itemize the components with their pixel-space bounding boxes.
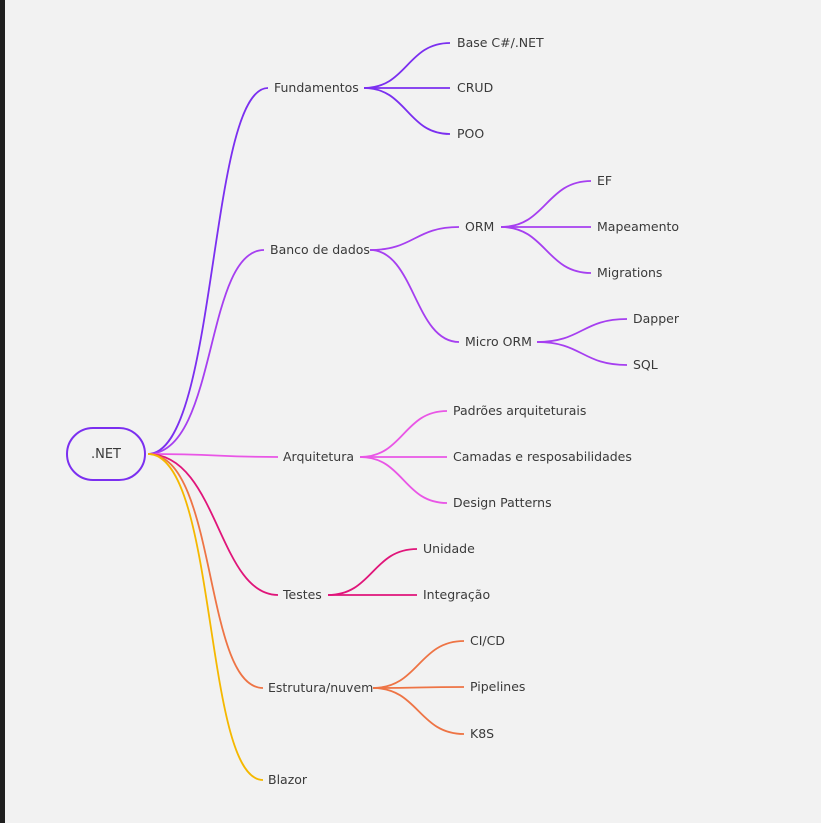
node-pipelines[interactable]: Pipelines	[470, 679, 526, 694]
node-testes[interactable]: Testes	[283, 587, 322, 602]
node-mapeamento[interactable]: Mapeamento	[597, 219, 680, 234]
edge-n4-n4_1	[372, 686, 465, 689]
node-k8s[interactable]: K8S	[470, 726, 495, 741]
edge-n2-n2_0	[359, 410, 448, 458]
node-micro-orm[interactable]: Micro ORM	[465, 334, 532, 349]
node-crud[interactable]: CRUD	[457, 80, 494, 95]
node-arquitetura[interactable]: Arquitetura	[283, 449, 355, 464]
edge-n2-n2_2	[359, 456, 448, 504]
node-camadas-responsabilidades[interactable]: Camadas e resposabilidades	[453, 449, 632, 464]
node-padroes-arquiteturais[interactable]: Padrões arquiteturais	[453, 403, 587, 418]
root-label: .NET	[90, 446, 121, 462]
edge-n1_1-n1_1_1	[536, 341, 628, 366]
edge-n4-n4_0	[372, 640, 465, 689]
edge-n3-n3_0	[327, 548, 418, 596]
node-unidade[interactable]: Unidade	[423, 541, 475, 556]
node-ci-cd[interactable]: CI/CD	[470, 633, 505, 648]
node-banco-de-dados[interactable]: Banco de dados	[270, 242, 370, 257]
root-node[interactable]: .NET	[66, 427, 146, 481]
edge-n0-n0_2	[363, 87, 451, 135]
node-migrations[interactable]: Migrations	[597, 265, 663, 280]
node-orm[interactable]: ORM	[465, 219, 495, 234]
edge-root-n0	[147, 87, 269, 455]
node-dapper[interactable]: Dapper	[633, 311, 679, 326]
edge-root-n3	[147, 453, 279, 596]
edge-root-n4	[147, 453, 264, 689]
node-poo[interactable]: POO	[457, 126, 485, 141]
edge-n1-n1_0	[369, 226, 460, 251]
mindmap-canvas	[5, 0, 821, 823]
edge-root-n1	[147, 249, 265, 455]
node-integracao[interactable]: Integração	[423, 587, 491, 602]
edge-root-n2	[147, 453, 279, 458]
node-blazor[interactable]: Blazor	[268, 772, 308, 787]
edge-n1_0-n1_0_2	[500, 226, 592, 274]
edge-n1_0-n1_0_0	[500, 180, 592, 228]
node-estrutura-nuvem[interactable]: Estrutura/nuvem	[268, 680, 374, 695]
node-base-csharp-dotnet[interactable]: Base C#/.NET	[457, 35, 544, 50]
node-design-patterns[interactable]: Design Patterns	[453, 495, 552, 510]
node-ef[interactable]: EF	[597, 173, 613, 188]
edge-n1_1-n1_1_0	[536, 318, 628, 343]
edge-root-n5	[147, 453, 264, 781]
node-fundamentos[interactable]: Fundamentos	[274, 80, 359, 95]
edge-n4-n4_2	[372, 687, 465, 735]
node-sql[interactable]: SQL	[633, 357, 658, 372]
edge-n0-n0_0	[363, 42, 451, 89]
edge-n1-n1_1	[369, 249, 460, 343]
